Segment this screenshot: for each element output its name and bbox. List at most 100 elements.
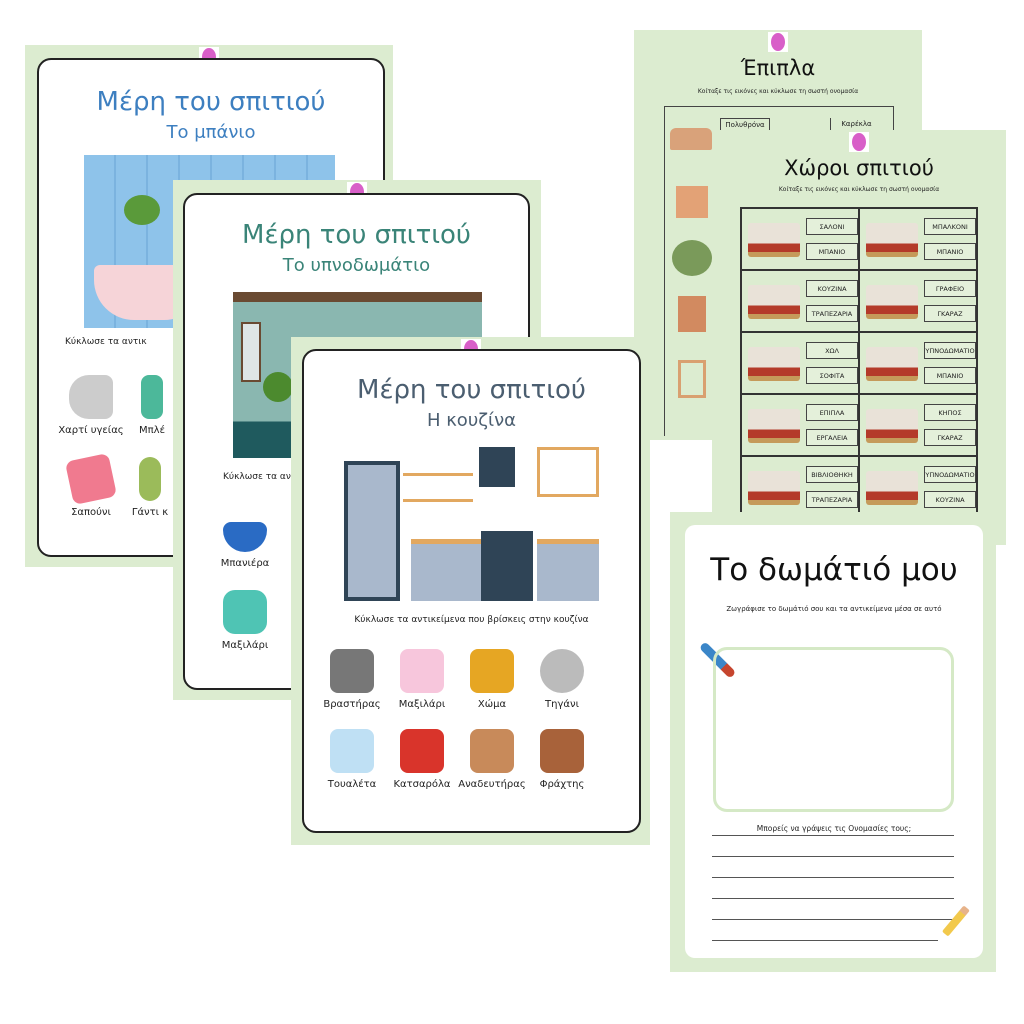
- room-cell: ΚΗΠΟΣ ΓΚΑΡΑΖ: [859, 394, 977, 456]
- my-room-title: Το δωμάτιό μου: [710, 552, 958, 588]
- room-illustration: [866, 471, 918, 505]
- soil-icon: [470, 649, 514, 693]
- kitchen-instruction: Κύκλωσε τα αντικείμενα που βρίσκεις στην…: [354, 615, 589, 625]
- room-option[interactable]: ΚΗΠΟΣ: [924, 404, 976, 421]
- writing-line[interactable]: [712, 940, 938, 941]
- nightstand-image: [676, 186, 708, 218]
- item-label: Σαπούνι: [71, 507, 111, 518]
- bedroom-title: Μέρη του σπιτιού: [242, 220, 471, 250]
- my-room-card: [685, 525, 983, 958]
- toilet-item: Τουαλέτα: [317, 729, 387, 790]
- room-option[interactable]: ΕΠΙΠΛΑ: [806, 404, 858, 421]
- item-label: Μπανιέρα: [220, 558, 270, 569]
- frying-pan-item: Τηγάνι: [527, 649, 597, 710]
- furniture-title: Έπιπλα: [740, 56, 816, 80]
- names-prompt: Μπορείς να γράψεις τις Ονομασίες τους;: [756, 824, 912, 833]
- toilet-paper-item: Χαρτί υγείας: [51, 375, 131, 436]
- room-option[interactable]: ΓΚΑΡΑΖ: [924, 429, 976, 446]
- logo-badge: [849, 132, 869, 152]
- furniture-option[interactable]: Καρέκλα: [830, 118, 882, 133]
- room-option[interactable]: ΜΠΑΛΚΟΝΙ: [924, 218, 976, 235]
- room-option[interactable]: ΜΠΑΝΙΟ: [806, 243, 858, 260]
- room-illustration: [866, 409, 918, 443]
- room-option[interactable]: ΥΠΝΟΔΩΜΑΤΙΟ: [924, 342, 976, 359]
- kitchen-subtitle: Η κουζίνα: [426, 410, 517, 431]
- room-option[interactable]: ΣΟΦΙΤΑ: [806, 367, 858, 384]
- sofa-image: [670, 128, 712, 150]
- rooms-instruction: Κοίταξε τις εικόνες και κύκλωσε τη σωστή…: [778, 186, 940, 193]
- room-illustration: [866, 347, 918, 381]
- room-cell: ΒΙΒΛΙΟΘΗΚΗ ΤΡΑΠΕΖΑΡΙΑ: [741, 456, 859, 518]
- room-option[interactable]: ΧΩΛ: [806, 342, 858, 359]
- room-cell: ΣΑΛΟΝΙ ΜΠΑΝΙΟ: [741, 208, 859, 270]
- room-illustration: [748, 347, 800, 381]
- soil-item: Χώμα: [457, 649, 527, 710]
- room-option[interactable]: ΓΡΑΦΕΙΟ: [924, 280, 976, 297]
- room-illustration: [748, 471, 800, 505]
- my-room-worksheet: [670, 512, 996, 972]
- pillow-item: Μαξιλάρι: [205, 590, 285, 651]
- room-illustration: [748, 285, 800, 319]
- room-cell: ΥΠΝΟΔΩΜΑΤΙΟ ΚΟΥΖΙΝΑ: [859, 456, 977, 518]
- room-cell: ΕΠΙΠΛΑ ΕΡΓΑΛΕΙΑ: [741, 394, 859, 456]
- glove-item: Γάντι κ: [129, 457, 171, 518]
- room-option[interactable]: ΤΡΑΠΕΖΑΡΙΑ: [806, 305, 858, 322]
- pillow-icon: [400, 649, 444, 693]
- pillow-item: Μαξιλάρι: [387, 649, 457, 710]
- room-option[interactable]: ΓΚΑΡΑΖ: [924, 305, 976, 322]
- room-option[interactable]: ΒΙΒΛΙΟΘΗΚΗ: [806, 466, 858, 483]
- item-label: Φράχτης: [539, 779, 585, 790]
- writing-line[interactable]: [712, 898, 954, 899]
- room-illustration: [748, 223, 800, 257]
- writing-line[interactable]: [712, 856, 954, 857]
- bedroom-instruction: Κύκλωσε τα αν: [223, 472, 291, 482]
- room-cell: ΥΠΝΟΔΩΜΑΤΙΟ ΜΠΑΝΙΟ: [859, 332, 977, 394]
- item-label: Κατσαρόλα: [393, 779, 451, 790]
- bathroom-subtitle: Το μπάνιο: [166, 122, 256, 143]
- room-cell: ΜΠΑΛΚΟΝΙ ΜΠΑΝΙΟ: [859, 208, 977, 270]
- room-illustration: [748, 409, 800, 443]
- room-option[interactable]: ΣΑΛΟΝΙ: [806, 218, 858, 235]
- soap-item: Σαπούνι: [51, 452, 131, 518]
- toilet-icon: [330, 729, 374, 773]
- fence-icon: [540, 729, 584, 773]
- plant-image: [672, 240, 712, 276]
- room-option[interactable]: ΥΠΝΟΔΩΜΑΤΙΟ: [924, 466, 976, 483]
- room-option[interactable]: ΕΡΓΑΛΕΙΑ: [806, 429, 858, 446]
- item-label: Μαξιλάρι: [221, 640, 269, 651]
- blender-item: Μπλέ: [131, 375, 173, 436]
- whisk-icon: [470, 729, 514, 773]
- writing-line[interactable]: [712, 877, 954, 878]
- room-illustration: [866, 223, 918, 257]
- furniture-instruction: Κοίταξε τις εικόνες και κύκλωσε τη σωστή…: [697, 88, 859, 95]
- item-label: Μαξιλάρι: [398, 699, 446, 710]
- room-option[interactable]: ΚΟΥΖΙΝΑ: [806, 280, 858, 297]
- bathtub-item: Μπανιέρα: [205, 512, 285, 569]
- writing-line[interactable]: [712, 835, 954, 836]
- cabinet-image: [678, 296, 706, 332]
- room-option[interactable]: ΜΠΑΝΙΟ: [924, 367, 976, 384]
- writing-line[interactable]: [712, 919, 954, 920]
- item-label: Τουαλέτα: [327, 779, 377, 790]
- bedroom-subtitle: Το υπνοδωμάτιο: [282, 255, 431, 276]
- kitchen-illustration: [341, 445, 601, 603]
- kitchen-title: Μέρη του σπιτιού: [357, 375, 586, 405]
- drawing-area[interactable]: [713, 647, 954, 812]
- kettle-item: Βραστήρας: [317, 649, 387, 710]
- room-illustration: [866, 285, 918, 319]
- kettle-icon: [330, 649, 374, 693]
- room-option[interactable]: ΚΟΥΖΙΝΑ: [924, 491, 976, 508]
- room-option[interactable]: ΜΠΑΝΙΟ: [924, 243, 976, 260]
- item-label: Τηγάνι: [545, 699, 579, 710]
- rooms-worksheet: Χώροι σπιτιού Κοίταξε τις εικόνες και κύ…: [712, 130, 1006, 545]
- room-cell: ΧΩΛ ΣΟΦΙΤΑ: [741, 332, 859, 394]
- pot-item: Κατσαρόλα: [387, 729, 457, 790]
- item-label: Γάντι κ: [131, 507, 169, 518]
- whisk-item: Αναδευτήρας: [457, 729, 527, 790]
- room-cell: ΓΡΑΦΕΙΟ ΓΚΑΡΑΖ: [859, 270, 977, 332]
- room-option[interactable]: ΤΡΑΠΕΖΑΡΙΑ: [806, 491, 858, 508]
- kitchen-worksheet: Μέρη του σπιτιού Η κουζίνα Κύκλωσε τα αν…: [291, 337, 650, 845]
- fence-item: Φράχτης: [527, 729, 597, 790]
- room-cell: ΚΟΥΖΙΝΑ ΤΡΑΠΕΖΑΡΙΑ: [741, 270, 859, 332]
- frying-pan-icon: [540, 649, 584, 693]
